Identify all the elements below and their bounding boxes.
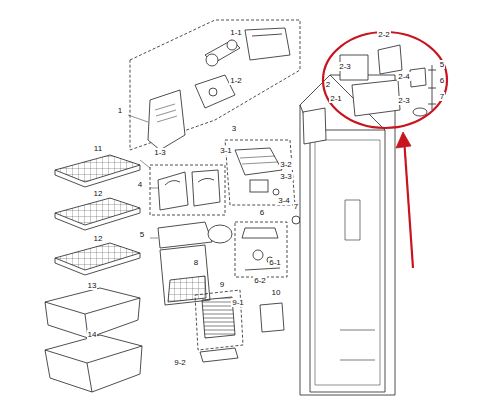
- callout-number: 2-3: [338, 62, 352, 71]
- callout-number: 10: [271, 288, 282, 297]
- callout-number: 6: [259, 208, 265, 217]
- callout-number: 3-2: [279, 160, 293, 169]
- callout-number: 1-2: [229, 76, 243, 85]
- callout-number: 2-3: [397, 96, 411, 105]
- callout-number: 9-1: [231, 298, 245, 307]
- callout-number: 9-2: [173, 358, 187, 367]
- callout-number: 1-1: [229, 28, 243, 37]
- callout-number: 3-1: [219, 146, 233, 155]
- callout-number: 4: [137, 180, 143, 189]
- callout-number: 7: [293, 202, 299, 211]
- callout-number: 12: [93, 234, 104, 243]
- callout-number: 2-1: [329, 94, 343, 103]
- callout-number: 8: [193, 258, 199, 267]
- callout-number: 6-2: [253, 276, 267, 285]
- callout-number: 3-4: [277, 196, 291, 205]
- callout-number: 3: [231, 124, 237, 133]
- callout-number: 13: [87, 281, 98, 290]
- callout-number: 2-4: [397, 72, 411, 81]
- callout-number: 6-1: [268, 258, 282, 267]
- callout-number: 9: [219, 280, 225, 289]
- callout-number: 2-2: [377, 30, 391, 39]
- callout-number: 5: [439, 60, 445, 69]
- callout-number: 3-3: [279, 172, 293, 181]
- callout-number: 1-3: [153, 148, 167, 157]
- callout-number: 6: [439, 76, 445, 85]
- callout-number: 1: [117, 106, 123, 115]
- callout-number: 5: [139, 230, 145, 239]
- callout-number: 7: [439, 92, 445, 101]
- callout-number: 11: [93, 144, 103, 153]
- callout-number: 14: [87, 330, 98, 339]
- callout-number: 12: [93, 189, 104, 198]
- callout-number: 2: [325, 80, 331, 89]
